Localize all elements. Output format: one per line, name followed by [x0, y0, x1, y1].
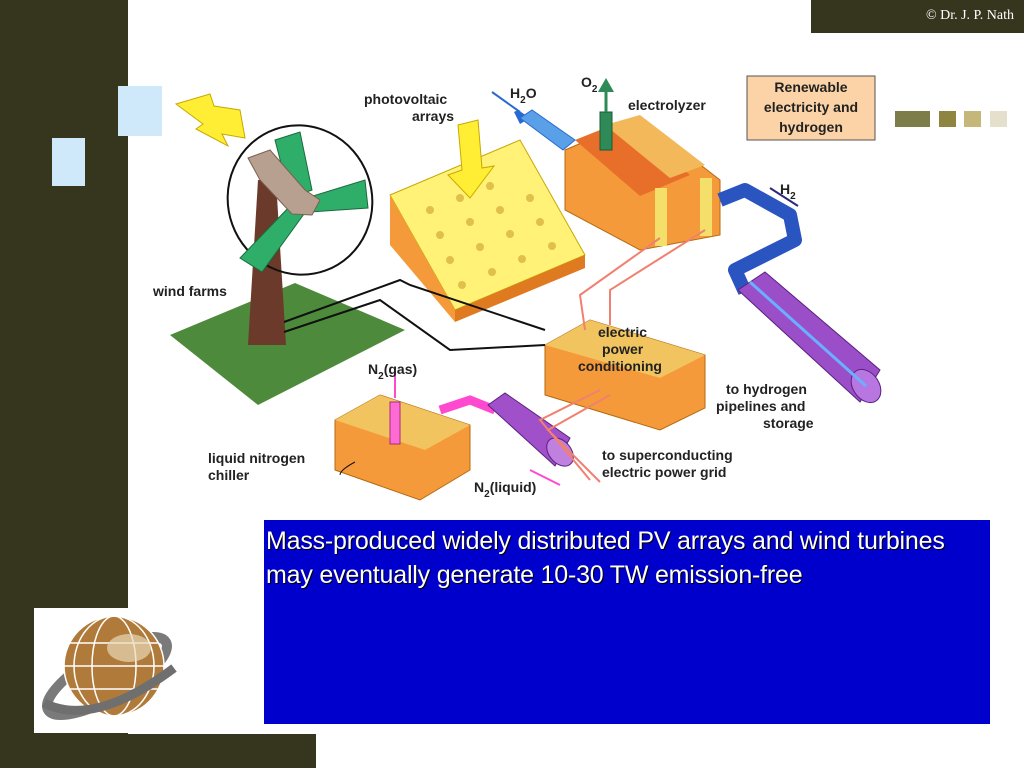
n2-liquid-arrow-icon — [529, 469, 561, 486]
globe-logo-icon — [41, 615, 177, 720]
n2-gas-label: N2(gas) — [368, 361, 417, 382]
pv-label-line1: photovoltaic — [364, 91, 447, 107]
power-wire — [283, 298, 546, 352]
electrolyzer-plate — [605, 115, 705, 178]
o2-label: O2 — [581, 74, 598, 95]
power-wire — [578, 237, 661, 331]
water-pipe — [519, 109, 576, 151]
power-wire — [283, 278, 546, 331]
decorative-dot — [939, 111, 956, 127]
power-wire — [546, 394, 611, 483]
sun-arrow-icon — [447, 119, 496, 199]
grass-ground — [170, 283, 405, 405]
rotor-circle — [226, 124, 374, 276]
nitrogen-gas-tube — [389, 401, 401, 445]
renewable-energy-diagram: H2O O2 electrolyzer photovoltaic arrays … — [152, 74, 882, 501]
turbine-nacelle — [247, 149, 321, 216]
electrolyzer-terminal — [655, 188, 667, 246]
hydrogen-pipelines-line1: to hydrogen — [726, 381, 807, 397]
hydrogen-pipelines-line3: storage — [763, 415, 814, 431]
hydrogen-pipelines-line2: pipelines and — [716, 398, 805, 414]
box-line2: electricity and — [764, 99, 858, 115]
hydrogen-pipe — [717, 183, 802, 295]
chiller-label-line2: chiller — [208, 467, 250, 483]
power-wire — [538, 389, 601, 481]
pv-panel-front — [455, 255, 585, 322]
epc-label-line1: electric — [598, 324, 647, 340]
decorative-square — [52, 138, 85, 186]
oxygen-tube — [599, 111, 613, 151]
pv-label-line2: arrays — [412, 108, 454, 124]
electrolyzer-label: electrolyzer — [628, 97, 706, 113]
logo-box — [34, 608, 180, 733]
decorative-dot — [895, 111, 930, 127]
sun-arrow-icon — [174, 93, 246, 148]
nitrogen-pipe — [438, 395, 497, 415]
h2o-label: H2O — [510, 85, 537, 106]
superconducting-label-line1: to superconducting — [602, 447, 733, 463]
h2o-arrow-icon — [491, 91, 521, 113]
caption-text: Mass-produced widely distributed PV arra… — [266, 527, 945, 589]
box-line3: hydrogen — [779, 119, 843, 135]
o2-arrow-icon — [598, 78, 614, 92]
electrolyzer-terminal — [700, 178, 712, 236]
bottom-accent-bar — [128, 734, 316, 768]
power-wire — [609, 229, 706, 325]
h2-arrow-icon — [769, 187, 799, 207]
pv-panel-surface — [389, 139, 586, 311]
superconducting-label-line2: electric power grid — [602, 464, 726, 480]
h2-label: H2 — [780, 181, 796, 202]
box-line1: Renewable — [774, 79, 847, 95]
header-bar: © Dr. J. P. Nath — [811, 0, 1024, 33]
decorative-square — [118, 86, 162, 136]
chiller-label-line1: liquid nitrogen — [208, 450, 305, 466]
n2-liquid-label: N2(liquid) — [474, 479, 536, 500]
decorative-dot — [964, 111, 981, 127]
pv-panel-side — [390, 195, 455, 322]
copyright-text: © Dr. J. P. Nath — [925, 8, 1014, 23]
pv-cells — [426, 182, 556, 289]
decorative-dot — [990, 111, 1007, 127]
renewable-label-box — [746, 75, 876, 141]
epc-label-line2: power — [602, 341, 644, 357]
epc-label-line3: conditioning — [578, 358, 662, 374]
wind-farms-label: wind farms — [152, 283, 227, 299]
slide-caption: Mass-produced widely distributed PV arra… — [264, 520, 990, 724]
